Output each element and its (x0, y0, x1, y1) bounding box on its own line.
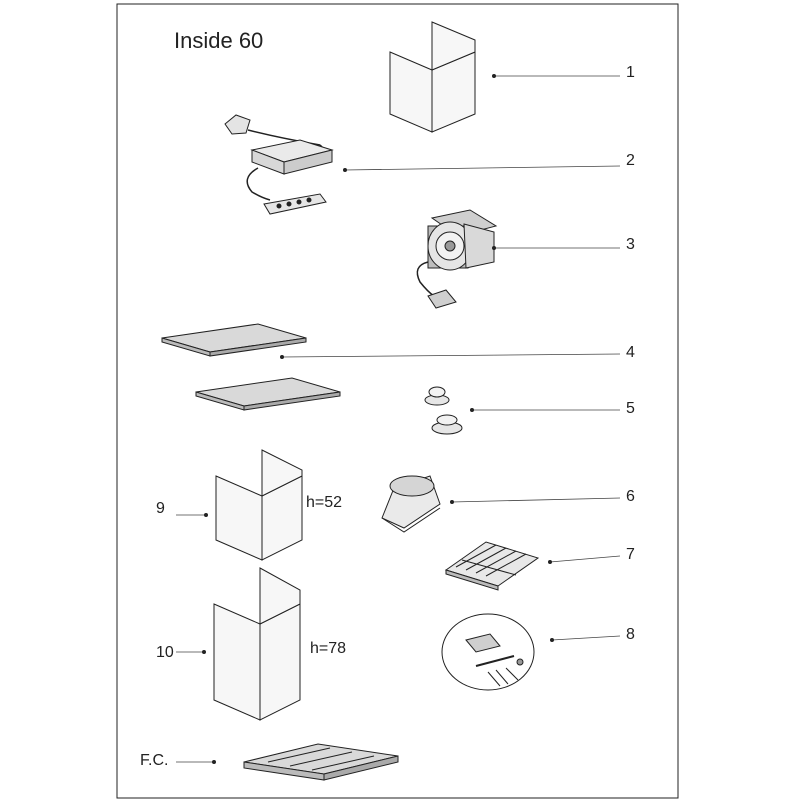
part-3-motor (416, 209, 498, 309)
leader-dot-1 (492, 74, 496, 78)
part-9-chimney-short (215, 449, 303, 561)
leader-dot-2 (343, 168, 347, 172)
part-number-fc: F.C. (140, 752, 169, 769)
leader-dot-fc (212, 760, 216, 764)
leader-dot-9 (204, 513, 208, 517)
part-5-lamp-holders (424, 386, 463, 435)
leader-4 (281, 353, 621, 358)
part-8-fixing-kit (441, 613, 535, 691)
leader-8 (551, 635, 621, 641)
part-number-6: 6 (626, 488, 635, 505)
part-4-grease-filters (161, 323, 341, 411)
part-1-duct-cover (389, 21, 476, 133)
leader-dot-8 (550, 638, 554, 642)
part-number-5: 5 (626, 400, 635, 417)
part-2-control-box (224, 114, 334, 215)
leader-dot-6 (450, 500, 454, 504)
leader-dot-10 (202, 650, 206, 654)
part-number-8: 8 (626, 626, 635, 643)
part-number-10: 10 (156, 644, 174, 661)
part-number-3: 3 (626, 236, 635, 253)
leader-dot-5 (470, 408, 474, 412)
leader-dot-3 (492, 246, 496, 250)
part-number-9: 9 (156, 500, 165, 517)
leader-7 (549, 555, 621, 563)
part-number-2: 2 (626, 152, 635, 169)
leader-2 (344, 165, 621, 171)
dimension-9: h=52 (306, 494, 343, 511)
part-fc-carbon-filter (243, 743, 399, 781)
leader-dot-4 (280, 355, 284, 359)
part-number-4: 4 (626, 344, 635, 361)
part-6-outlet-flange (381, 475, 441, 533)
part-7-grille (444, 541, 540, 591)
part-number-7: 7 (626, 546, 635, 563)
leader-6 (451, 497, 621, 503)
part-number-1: 1 (626, 64, 635, 81)
diagram-title: Inside 60 (174, 28, 264, 53)
page-frame (116, 3, 679, 799)
dimension-10: h=78 (310, 640, 347, 657)
part-10-chimney-long (213, 567, 301, 721)
leader-dot-7 (548, 560, 552, 564)
